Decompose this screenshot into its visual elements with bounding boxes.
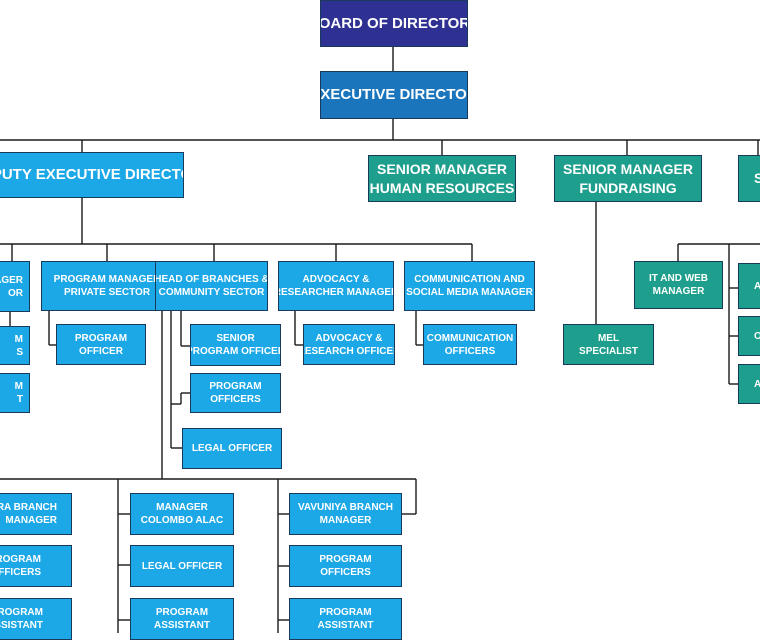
ampara-branch-manager-box: ARA BRANCH MANAGER	[0, 493, 72, 535]
colombo-legal-officer-box: LEGAL OFFICER	[130, 545, 234, 587]
node-line: DEPUTY EXECUTIVE DIRECTOR	[0, 166, 183, 184]
node-line: PROGRAM	[319, 607, 372, 618]
program-manager-partial-box: AGER OR	[0, 261, 30, 312]
communication-social-media-manager-box: COMMUNICATION AND SOCIAL MEDIA MANAGER	[404, 261, 535, 311]
node-line: SENIOR MANAGER	[563, 161, 693, 178]
node-line: RESEARCHER MANAGER	[278, 287, 394, 298]
node-line: S	[16, 346, 23, 358]
node-line: ARA BRANCH	[0, 502, 57, 513]
node-line: PROGRAM	[0, 607, 43, 618]
node-line: OR	[8, 287, 23, 299]
node-line: OFFICERS	[444, 345, 496, 357]
node-line: PRIVATE SECTOR	[63, 287, 151, 298]
advocacy-research-officer-box: ADVOCACY & RESEARCH OFFICER	[303, 324, 395, 365]
node-line: LEGAL OFFICER	[191, 443, 273, 454]
node-line: LEGAL OFFICER	[141, 560, 223, 572]
partial-program-assistant-box: M T	[0, 373, 30, 413]
node-line: OFFICERS	[0, 567, 41, 578]
node-line: EXECUTIVE DIRECTOR	[320, 86, 467, 104]
node-line: PROGRAM	[155, 607, 209, 618]
node-line: MANAGER	[5, 515, 57, 526]
it-web-manager-box: IT AND WEB MANAGER	[634, 261, 723, 309]
vavuniya-branch-manager-box: VAVUNIYA BRANCH MANAGER	[289, 493, 402, 535]
node-line: S	[754, 169, 760, 187]
node-line: AGER	[0, 274, 23, 286]
node-line: COMMUNICATION AND	[414, 274, 525, 285]
colombo-program-assistant-box: PROGRAM ASSISTANT	[130, 598, 234, 640]
deputy-executive-director-box: DEPUTY EXECUTIVE DIRECTOR	[0, 152, 184, 198]
program-officers-branches-box: PROGRAM OFFICERS	[190, 373, 281, 413]
executive-director-box: EXECUTIVE DIRECTOR	[320, 71, 468, 119]
legal-officer-branches-box: LEGAL OFFICER	[182, 428, 282, 469]
right-partial-box-2: O	[738, 316, 760, 356]
node-line: PROGRAM	[0, 554, 41, 565]
node-line: FUNDRAISING	[579, 179, 677, 196]
manager-colombo-alac-box: MANAGER COLOMBO ALAC	[130, 493, 234, 535]
right-partial-box-3: A	[738, 364, 760, 404]
node-line: COMMUNICATION	[426, 332, 514, 344]
advocacy-researcher-manager-box: ADVOCACY & RESEARCHER MANAGER	[278, 261, 394, 311]
vavuniya-program-officers-box: PROGRAM OFFICERS	[289, 545, 402, 587]
ampara-program-officers-box: PROGRAM OFFICERS	[0, 545, 72, 587]
senior-manager-partial-box: S	[738, 155, 760, 202]
node-line: HEAD OF BRANCHES &	[155, 274, 268, 285]
program-officer-private-box: PROGRAM OFFICER	[56, 324, 146, 365]
node-line: ASSISTANT	[317, 620, 374, 631]
node-line: COMMUNITY SECTOR	[158, 287, 265, 298]
vavuniya-program-assistant-box: PROGRAM ASSISTANT	[289, 598, 402, 640]
mel-specialist-box: MEL SPECIALIST	[563, 324, 654, 365]
node-line: HUMAN RESOURCES	[369, 179, 515, 196]
board-of-directors-box: BOARD OF DIRECTORS	[320, 0, 468, 47]
node-line: BOARD OF DIRECTORS	[321, 14, 467, 32]
communication-officers-box: COMMUNICATION OFFICERS	[423, 324, 517, 365]
node-line: MANAGER	[652, 286, 705, 297]
node-line: PROGRAM	[209, 381, 262, 392]
senior-manager-fundraising-box: SENIOR MANAGER FUNDRAISING	[554, 155, 702, 202]
node-line: COLOMBO ALAC	[140, 515, 224, 526]
node-line: MEL	[597, 332, 620, 344]
node-line: O	[754, 330, 760, 343]
node-line: MANAGER	[156, 502, 208, 513]
node-line: VAVUNIYA BRANCH	[297, 502, 393, 513]
node-line: OFFICERS	[210, 394, 261, 405]
node-line: ADVOCACY &	[315, 332, 383, 344]
node-line: OFFICERS	[320, 567, 371, 578]
node-line: ASSISTANT	[154, 620, 210, 631]
node-line: A	[754, 378, 760, 391]
node-line: IT AND WEB	[648, 273, 709, 284]
node-line: PROGRAM OFFICER	[190, 346, 281, 357]
node-line: OFFICER	[79, 345, 123, 357]
senior-program-officer-box: SENIOR PROGRAM OFFICER	[190, 324, 281, 366]
node-line: SOCIAL MEDIA MANAGER	[406, 287, 533, 298]
right-partial-box-1: A	[738, 263, 760, 309]
node-line: M	[14, 381, 23, 392]
node-line: PROGRAM MANAGER	[53, 274, 161, 285]
node-line: ASSISTANT	[0, 620, 43, 631]
node-line: A	[754, 280, 760, 293]
partial-program-officer-box: M S	[0, 326, 30, 365]
node-line: SENIOR MANAGER	[377, 161, 507, 178]
node-line: PROGRAM	[74, 332, 128, 344]
node-line: SENIOR	[216, 333, 255, 344]
node-line: ADVOCACY &	[302, 274, 370, 285]
ampara-program-assistant-box: PROGRAM ASSISTANT	[0, 598, 72, 640]
node-line: MANAGER	[319, 515, 372, 526]
senior-manager-hr-box: SENIOR MANAGER HUMAN RESOURCES	[368, 155, 516, 202]
node-line: PROGRAM	[319, 554, 372, 565]
node-line: T	[16, 394, 23, 405]
program-manager-private-sector-box: PROGRAM MANAGER PRIVATE SECTOR	[41, 261, 173, 311]
head-of-branches-box: HEAD OF BRANCHES & COMMUNITY SECTOR	[155, 261, 268, 311]
node-line: M	[14, 333, 23, 345]
node-line: RESEARCH OFFICER	[303, 345, 394, 357]
node-line: SPECIALIST	[579, 345, 638, 357]
